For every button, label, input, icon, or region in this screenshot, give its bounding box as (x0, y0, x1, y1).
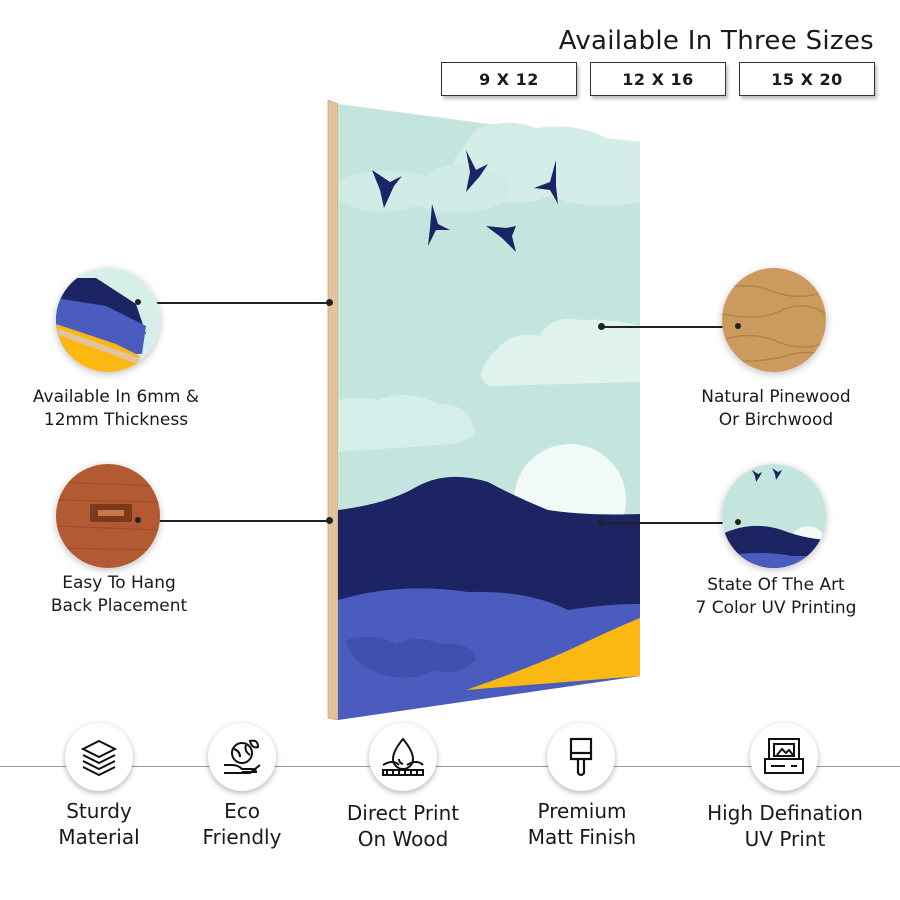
printer-icon (750, 723, 818, 791)
feature-wood-label: Natural Pinewood Or Birchwood (676, 386, 876, 432)
artwork-illustration (327, 99, 640, 721)
feature-label-line: 7 Color UV Printing (695, 598, 857, 618)
size-option-9x12[interactable]: 9 X 12 (441, 62, 577, 96)
feature-label-line: Natural Pinewood (701, 387, 851, 407)
connector-line (138, 520, 328, 522)
bottom-feature-print-label: Direct Print On Wood (323, 800, 483, 852)
connector-line (602, 326, 736, 328)
connector-dot (598, 519, 605, 526)
feature-label-line: 12mm Thickness (43, 410, 189, 430)
bottom-feature-eco-label: Eco Friendly (182, 798, 302, 850)
feature-label-line: Back Placement (50, 596, 188, 616)
sizes-title: Available In Three Sizes (558, 26, 874, 56)
bottom-feature-line: Friendly (202, 825, 282, 849)
bottom-feature-line: On Wood (357, 827, 449, 851)
bottom-feature-sturdy-label: Sturdy Material (39, 798, 159, 850)
print-closeup-icon (722, 464, 826, 568)
connector-line (138, 302, 328, 304)
connector-dot (598, 323, 605, 330)
bottom-feature-line: Eco (224, 799, 260, 823)
wood-texture-closeup-icon (722, 268, 826, 372)
water-drop-icon (369, 723, 437, 791)
art-cloud (481, 318, 640, 386)
feature-label-line: Available In 6mm & (32, 387, 200, 407)
layers-icon (65, 723, 133, 791)
bottom-feature-matt-label: Premium Matt Finish (502, 798, 662, 850)
connector-dot (326, 517, 333, 524)
bottom-feature-line: High Defination (707, 801, 863, 825)
bottom-feature-line: Matt Finish (527, 825, 637, 849)
size-option-12x16[interactable]: 12 X 16 (590, 62, 726, 96)
art-cloud (338, 394, 475, 452)
feature-thickness-label: Available In 6mm & 12mm Thickness (0, 386, 232, 432)
bottom-feature-line: Material (58, 825, 140, 849)
connector-line (602, 522, 736, 524)
art-birds (372, 150, 558, 252)
bottom-feature-line: Direct Print (346, 801, 460, 825)
back-hanger-closeup-icon (56, 464, 160, 568)
wood-edge (328, 100, 338, 720)
feature-hang-label: Easy To Hang Back Placement (0, 572, 238, 618)
paint-brush-icon (547, 723, 615, 791)
product-wood-panel (326, 99, 646, 721)
bottom-feature-line: Premium (537, 799, 627, 823)
thickness-closeup-icon (56, 268, 160, 372)
bottom-divider (0, 766, 900, 767)
connector-dot (326, 299, 333, 306)
eco-hand-globe-icon (208, 723, 276, 791)
feature-print-label: State Of The Art 7 Color UV Printing (676, 574, 876, 620)
bottom-feature-hd-label: High Defination UV Print (680, 800, 890, 852)
feature-label-line: Easy To Hang (62, 573, 176, 593)
bottom-feature-line: UV Print (744, 827, 826, 851)
feature-label-line: Or Birchwood (718, 410, 834, 430)
art-sand (466, 618, 640, 690)
feature-label-line: State Of The Art (707, 575, 845, 595)
size-option-15x20[interactable]: 15 X 20 (739, 62, 875, 96)
bottom-feature-line: Sturdy (66, 799, 132, 823)
art-water (338, 588, 640, 720)
